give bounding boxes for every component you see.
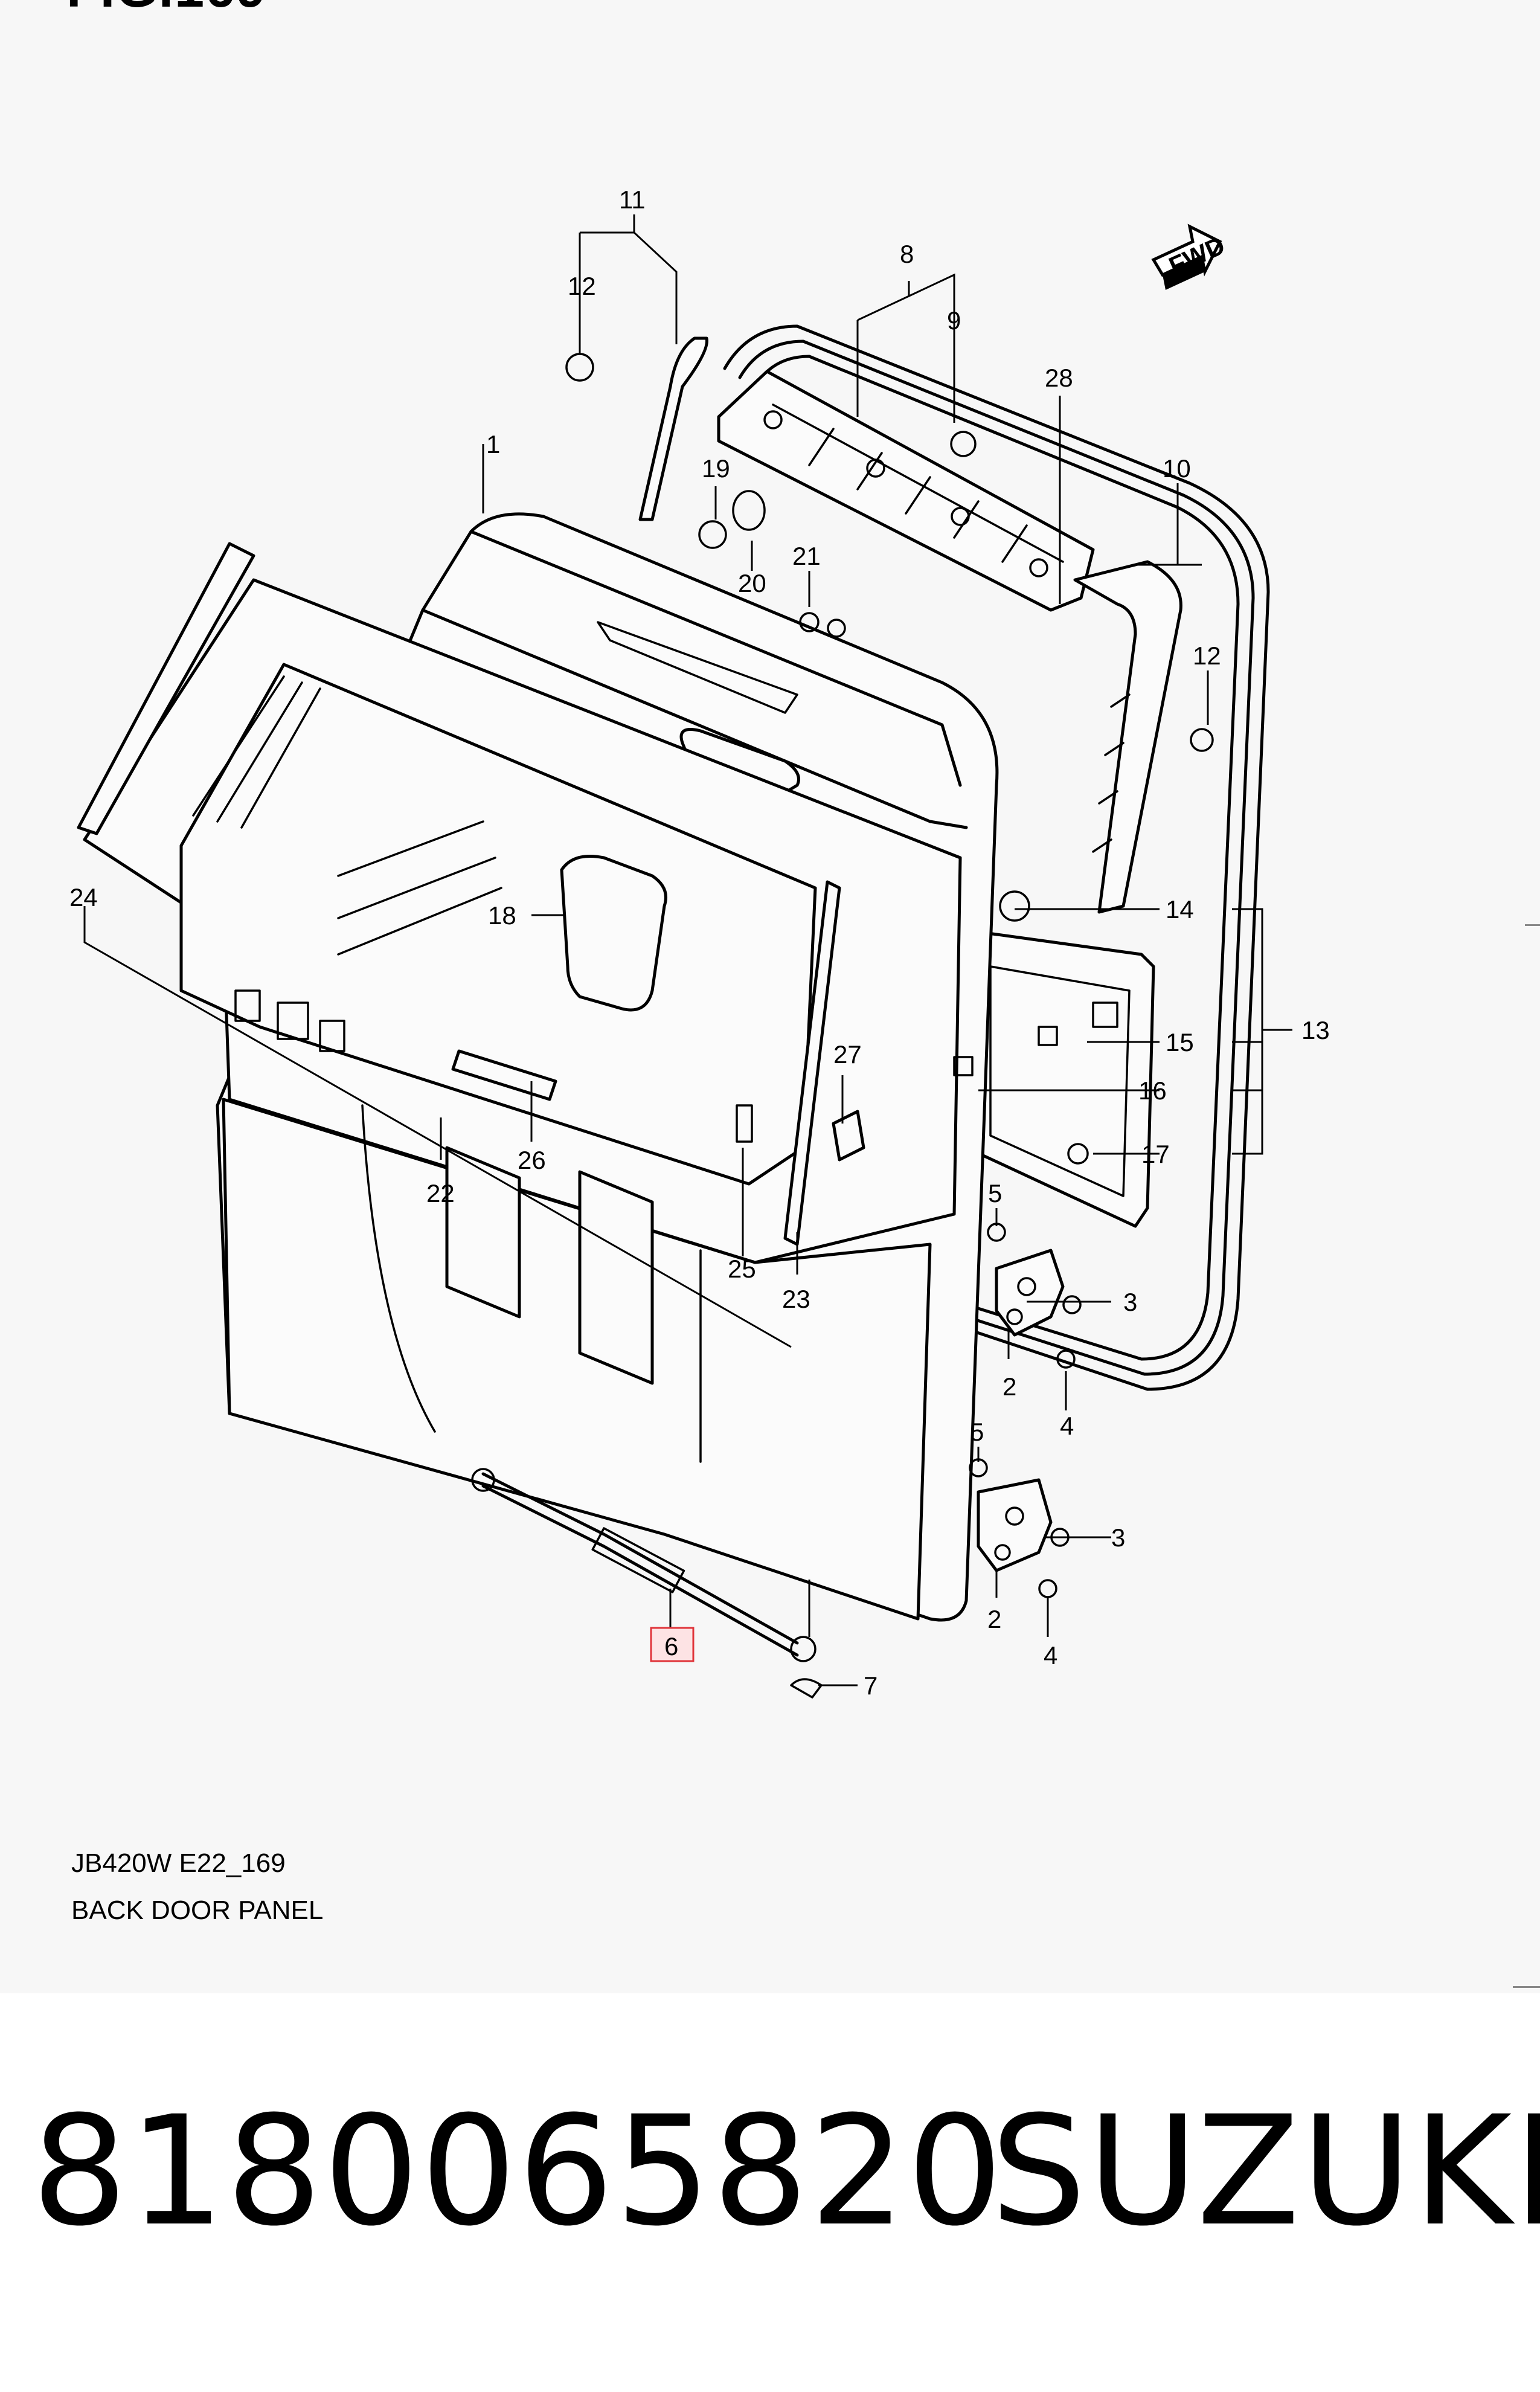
callout-13: 13 <box>1301 1016 1330 1044</box>
callout-17: 17 <box>1141 1140 1170 1168</box>
brand-name: SUZUKI <box>990 2083 1540 2259</box>
upper-garnish <box>717 370 1095 612</box>
callout-4-lower: 4 <box>1044 1641 1057 1670</box>
side-garnish-left <box>638 336 708 521</box>
callout-24: 24 <box>69 883 98 911</box>
edge-mark <box>1513 1986 1540 1988</box>
side-garnish-right <box>1073 560 1182 914</box>
figure-title: FIG.169 <box>66 0 267 19</box>
callout-6-highlight[interactable]: 6 <box>650 1627 695 1662</box>
clips-and-plugs <box>565 353 1214 1165</box>
leader-lines <box>83 214 1292 1686</box>
callout-9: 9 <box>947 306 961 335</box>
drawing-description: BACK DOOR PANEL <box>71 1895 324 1925</box>
diagram-sheet: FIG.169 FWD <box>66 0 1330 1925</box>
callout-23: 23 <box>782 1285 810 1313</box>
fwd-arrow-icon: FWD <box>1151 223 1229 290</box>
callout-7: 7 <box>864 1671 877 1700</box>
callout-1: 1 <box>486 430 500 458</box>
callout-5-lower: 5 <box>970 1418 984 1446</box>
callout-14: 14 <box>1166 895 1194 924</box>
callout-15: 15 <box>1166 1028 1194 1056</box>
back-door-glass <box>83 578 962 1264</box>
outer-lower-skin <box>222 989 932 1621</box>
exploded-parts-diagram: FWD <box>69 185 1330 1700</box>
weatherstrip <box>723 324 1270 1391</box>
callout-8: 8 <box>900 240 914 268</box>
callout-22: 22 <box>426 1179 455 1207</box>
callout-2-upper: 2 <box>1003 1372 1016 1401</box>
upper-hinge <box>995 1249 1065 1337</box>
callout-5-upper: 5 <box>988 1179 1002 1207</box>
callout-3-lower: 3 <box>1111 1523 1125 1552</box>
glass-moulding <box>77 542 255 835</box>
callout-4-upper: 4 <box>1060 1412 1074 1440</box>
drawing-code: JB420W E22_169 <box>71 1848 286 1878</box>
callout-21: 21 <box>792 542 821 570</box>
callout-2-lower: 2 <box>987 1605 1001 1633</box>
callout-16: 16 <box>1138 1076 1167 1105</box>
callout-12-right: 12 <box>1193 641 1221 670</box>
callout-10: 10 <box>1163 454 1191 483</box>
callout-labels: 1 2 2 3 3 4 4 5 5 6 7 8 9 10 11 12 12 13… <box>69 185 1330 1700</box>
hinge-bolts <box>969 1223 1082 1598</box>
callout-12-left: 12 <box>568 272 596 300</box>
callout-3-upper: 3 <box>1123 1288 1137 1316</box>
callout-11: 11 <box>619 185 646 214</box>
callout-25: 25 <box>728 1255 756 1283</box>
callout-18: 18 <box>488 901 516 930</box>
lower-hinge <box>977 1478 1053 1572</box>
callout-6: 6 <box>664 1632 678 1661</box>
edge-mark <box>1525 924 1540 926</box>
callout-20: 20 <box>738 569 766 597</box>
callout-28: 28 <box>1045 364 1073 392</box>
callout-27: 27 <box>833 1040 862 1069</box>
part-number: 8180065820 <box>31 2083 1004 2259</box>
callout-19: 19 <box>702 454 730 483</box>
callout-26: 26 <box>518 1146 546 1174</box>
door-weather-strips <box>736 880 865 1246</box>
